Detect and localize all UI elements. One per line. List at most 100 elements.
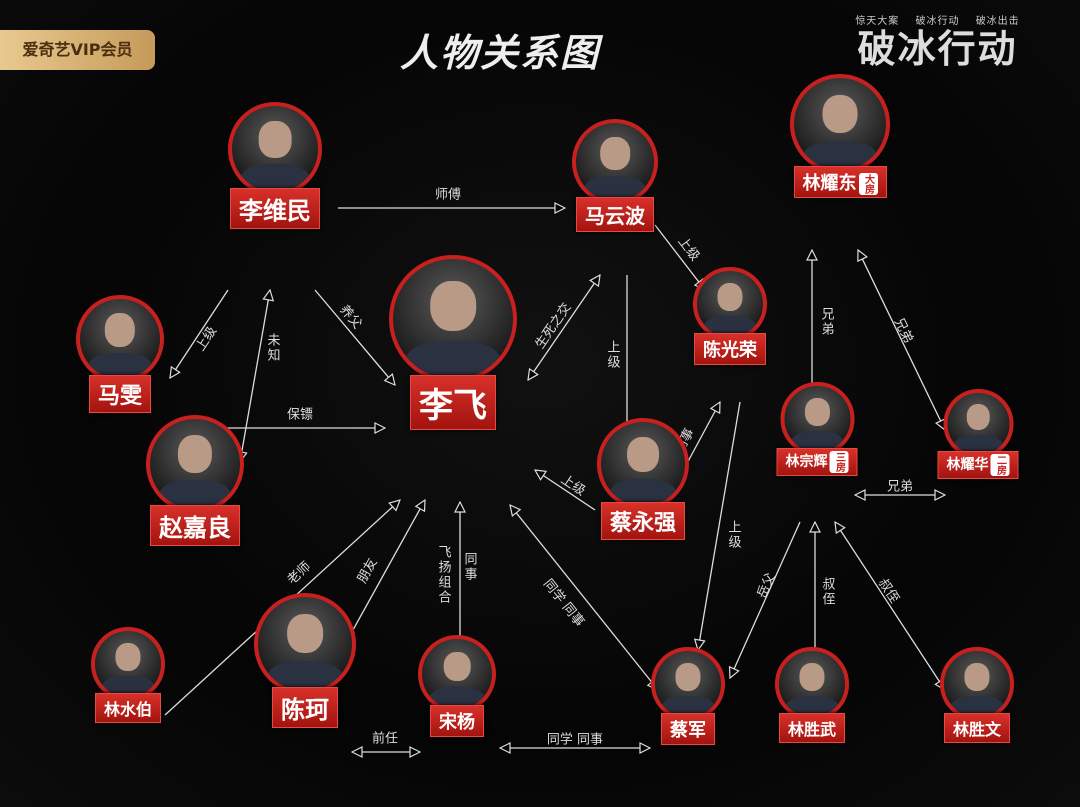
body-shape bbox=[101, 675, 155, 697]
character-node-linshuibo[interactable]: 林水伯 bbox=[91, 627, 165, 723]
logo-tag-left: 惊天大案 bbox=[855, 16, 900, 27]
relation-arrow-linzonghui-linshengwen bbox=[835, 522, 945, 690]
logo-tag-script: 破冰行动 bbox=[915, 16, 960, 27]
character-name-label: 林宗辉三房 bbox=[776, 448, 858, 476]
character-node-linshengwen[interactable]: 林胜文 bbox=[940, 647, 1014, 743]
logo-tag-right: 破冰出击 bbox=[975, 16, 1020, 27]
head-shape bbox=[799, 662, 825, 691]
character-node-lifei[interactable]: 李飞 bbox=[389, 255, 517, 430]
relation-label: 未知 bbox=[264, 333, 280, 363]
family-branch-tag: 大房 bbox=[858, 173, 878, 195]
character-node-songyang[interactable]: 宋杨 bbox=[418, 635, 496, 737]
character-portrait bbox=[943, 389, 1013, 459]
character-portrait bbox=[775, 647, 849, 721]
character-node-mayunbo[interactable]: 马云波 bbox=[572, 119, 658, 232]
character-node-liweimin[interactable]: 李维民 bbox=[228, 102, 322, 229]
body-shape bbox=[950, 695, 1004, 717]
relation-arrow-mayunbo-chenguangrong bbox=[654, 224, 705, 290]
body-shape bbox=[953, 435, 1003, 455]
relation-arrow-liweimin-zhaojialiang bbox=[240, 290, 270, 462]
body-shape bbox=[583, 176, 647, 201]
character-node-linyaodong[interactable]: 林耀东大房 bbox=[790, 74, 890, 198]
character-node-linshengwu[interactable]: 林胜武 bbox=[775, 647, 849, 743]
head-shape bbox=[258, 121, 292, 158]
character-name-label: 李维民 bbox=[230, 188, 320, 229]
character-name: 林宗辉 bbox=[785, 454, 828, 470]
relation-label: 兄弟 bbox=[818, 307, 834, 337]
character-name: 林胜武 bbox=[787, 720, 836, 739]
relation-label: 兄弟 bbox=[886, 479, 914, 495]
head-shape bbox=[822, 94, 858, 134]
character-portrait bbox=[572, 119, 658, 205]
body-shape bbox=[661, 695, 715, 717]
relation-label: 保镖 bbox=[286, 407, 314, 423]
show-logo: 惊天大案 破冰行动 破冰出击 破冰行动 bbox=[840, 12, 1035, 71]
relation-label: 上级 bbox=[725, 520, 741, 550]
character-portrait bbox=[780, 382, 854, 456]
body-shape bbox=[703, 315, 757, 337]
iqiyi-vip-badge[interactable]: 爱奇艺VIP会员 bbox=[0, 30, 155, 70]
character-name: 林水伯 bbox=[103, 700, 152, 719]
character-name-label: 马云波 bbox=[576, 197, 654, 232]
head-shape bbox=[675, 662, 701, 691]
character-portrait bbox=[254, 593, 356, 695]
relation-arrow-liweimin-lifei bbox=[314, 289, 395, 385]
character-name: 李飞 bbox=[419, 386, 487, 426]
head-shape bbox=[627, 437, 659, 473]
character-name: 马云波 bbox=[585, 204, 645, 228]
relation-label: 飞扬组合 bbox=[435, 545, 451, 605]
character-portrait bbox=[389, 255, 517, 383]
character-portrait bbox=[693, 267, 767, 341]
character-name: 林胜文 bbox=[952, 720, 1001, 739]
character-node-linyaohua[interactable]: 林耀华二房 bbox=[937, 389, 1019, 479]
body-shape bbox=[88, 353, 152, 379]
character-node-zhaojialiang[interactable]: 赵嘉良 bbox=[146, 415, 244, 546]
head-shape bbox=[104, 313, 136, 347]
character-node-mawen[interactable]: 马雯 bbox=[76, 295, 164, 413]
character-portrait bbox=[146, 415, 244, 513]
character-name-label: 宋杨 bbox=[430, 705, 484, 737]
character-node-linzonghui[interactable]: 林宗辉三房 bbox=[776, 382, 858, 476]
body-shape bbox=[785, 695, 839, 717]
relation-arrow-mayunbo-lifei bbox=[528, 275, 600, 380]
character-name: 林耀东 bbox=[802, 173, 857, 194]
body-shape bbox=[405, 340, 501, 379]
relation-arrow-linzonghui-caijun bbox=[730, 521, 801, 678]
relation-label: 同事 bbox=[461, 552, 477, 582]
character-portrait bbox=[651, 647, 725, 721]
character-name-label: 赵嘉良 bbox=[150, 505, 240, 546]
body-shape bbox=[790, 430, 844, 452]
character-name: 马雯 bbox=[97, 384, 142, 409]
character-portrait bbox=[76, 295, 164, 383]
relation-arrow-caiyongqiang-lifei bbox=[535, 470, 596, 511]
relation-label: 上级 bbox=[604, 340, 620, 370]
family-branch-tag: 二房 bbox=[990, 454, 1010, 476]
character-name: 林耀华 bbox=[946, 457, 989, 473]
logo-tagline: 惊天大案 破冰行动 破冰出击 bbox=[840, 12, 1035, 27]
body-shape bbox=[159, 480, 231, 509]
character-name: 蔡永强 bbox=[609, 511, 676, 536]
relation-arrow-liweimin-mawen bbox=[170, 289, 229, 378]
head-shape bbox=[966, 404, 990, 431]
character-node-chenke[interactable]: 陈珂 bbox=[254, 593, 356, 728]
relation-label: 叔侄 bbox=[819, 577, 835, 607]
head-shape bbox=[600, 137, 630, 170]
logo-main-text: 破冰行动 bbox=[857, 27, 1018, 71]
character-portrait bbox=[228, 102, 322, 196]
character-name: 赵嘉良 bbox=[159, 514, 231, 542]
character-name: 陈光荣 bbox=[703, 340, 757, 361]
character-name-label: 李飞 bbox=[410, 375, 496, 430]
character-name: 李维民 bbox=[239, 197, 311, 225]
character-name: 蔡军 bbox=[670, 720, 706, 741]
character-portrait bbox=[91, 627, 165, 701]
head-shape bbox=[115, 642, 141, 671]
character-name-label: 蔡军 bbox=[661, 713, 715, 745]
character-node-caiyongqiang[interactable]: 蔡永强 bbox=[597, 418, 689, 540]
character-node-chenguangrong[interactable]: 陈光荣 bbox=[693, 267, 767, 365]
relation-arrow-lifei-caijun bbox=[510, 505, 658, 690]
character-name: 陈珂 bbox=[281, 696, 329, 724]
body-shape bbox=[267, 660, 343, 691]
body-shape bbox=[803, 140, 877, 170]
relation-arrow-chenguangrong-caijun bbox=[698, 401, 741, 650]
character-node-caijun[interactable]: 蔡军 bbox=[651, 647, 725, 745]
